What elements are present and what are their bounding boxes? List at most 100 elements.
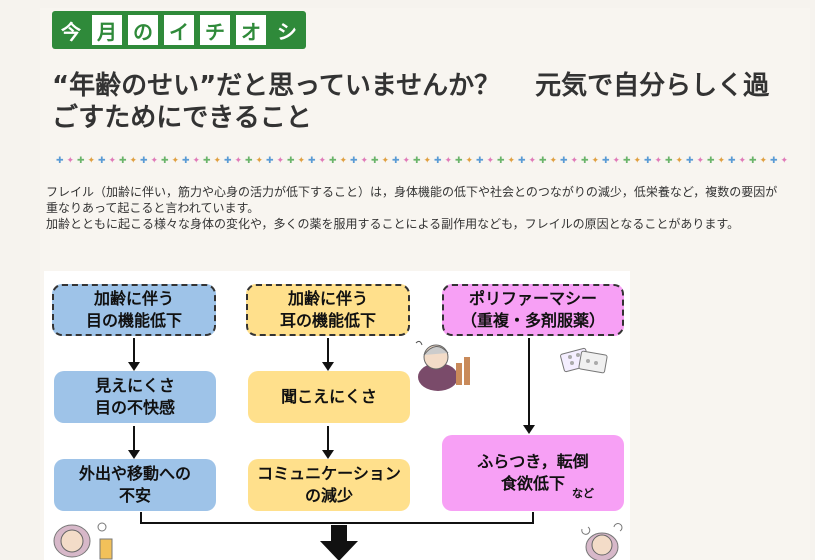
svg-text:✦: ✦ [571,156,579,164]
badge-char: 月 [90,13,124,47]
flow-arrow [523,338,535,434]
svg-text:✚: ✚ [287,156,295,164]
svg-text:✚: ✚ [413,156,421,164]
svg-text:✚: ✚ [581,156,589,164]
monthly-pick-badge: 今 月 の イ チ オ シ [52,11,306,49]
svg-text:✦: ✦ [109,156,117,164]
svg-text:✚: ✚ [665,156,673,164]
box-line: 耳の機能低下 [279,311,376,330]
badge-char: イ [162,13,196,47]
svg-text:✚: ✚ [203,156,211,164]
svg-text:✚: ✚ [623,156,631,164]
badge-char: オ [234,13,268,47]
svg-text:✚: ✚ [434,156,442,164]
svg-text:✚: ✚ [245,156,253,164]
svg-text:✚: ✚ [140,156,148,164]
svg-text:✦: ✦ [529,156,537,164]
svg-text:✦: ✦ [382,156,390,164]
svg-text:✚: ✚ [497,156,505,164]
svg-text:✚: ✚ [539,156,547,164]
eye-decline-box: 加齢に伴う 目の機能低下 [52,284,216,336]
svg-text:✚: ✚ [707,156,715,164]
svg-text:✚: ✚ [266,156,274,164]
svg-text:✚: ✚ [602,156,610,164]
falls-appetite-box: ふらつき，転倒 食欲低下 など [442,435,624,511]
box-line: ふらつき，転倒 [477,452,589,471]
svg-text:✦: ✦ [634,156,642,164]
svg-text:✚: ✚ [161,156,169,164]
svg-text:✚: ✚ [749,156,757,164]
svg-text:✚: ✚ [329,156,337,164]
svg-text:✚: ✚ [770,156,778,164]
badge-char: シ [270,13,304,47]
article-page: 今 月 の イ チ オ シ “年齢のせい”だと思っていませんか？ 元気で自分らし… [40,8,810,560]
svg-text:✚: ✚ [560,156,568,164]
intro-paragraph: 加齢とともに起こる様々な身体の変化や，多くの薬を服用することによる副作用なども，… [46,217,740,231]
svg-text:✦: ✦ [739,156,747,164]
vision-difficulty-box: 見えにくさ 目の不快感 [54,371,216,423]
intro-text: フレイル（加齢に伴い，筋力や心身の活力が低下すること）は，身体機能の低下や社会と… [46,184,786,232]
svg-text:✦: ✦ [361,156,369,164]
intro-paragraph: フレイル（加齢に伴い，筋力や心身の活力が低下すること）は，身体機能の低下や社会と… [46,185,778,215]
svg-text:✚: ✚ [518,156,526,164]
svg-text:✦: ✦ [88,156,96,164]
box-line: 見えにくさ [95,376,175,395]
svg-text:✦: ✦ [781,156,789,164]
svg-text:✚: ✚ [77,156,85,164]
box-line: 聞こえにくさ [281,387,377,406]
box-line: 外出や移動への [78,464,191,483]
hearing-difficulty-box: 聞こえにくさ [248,371,410,423]
svg-text:✦: ✦ [151,156,159,164]
svg-text:✦: ✦ [403,156,411,164]
decorative-divider: ✚✦✚✦✚✦✚✦✚✦✚✦✚✦✚✦✚✦✚✦✚✦✚✦✚✦✚✦✚✦✚✦✚✦✚✦✚✦✚✦… [56,156,789,164]
box-line: （重複・多剤服薬） [460,311,605,330]
box-line: 加齢に伴う [287,289,368,308]
svg-text:✦: ✦ [256,156,264,164]
svg-text:✦: ✦ [550,156,558,164]
svg-text:✚: ✚ [686,156,694,164]
page-title: “年齢のせい”だと思っていませんか？ 元気で自分らしく過ごすためにできること [52,71,770,133]
merge-bracket [140,512,534,524]
box-line: ポリファーマシー [468,289,597,308]
svg-text:✚: ✚ [308,156,316,164]
svg-text:✦: ✦ [466,156,474,164]
svg-text:✦: ✦ [172,156,180,164]
svg-text:✦: ✦ [697,156,705,164]
polypharmacy-box: ポリファーマシー （重複・多剤服薬） [442,284,624,336]
flow-arrow [322,338,334,371]
flow-arrow [128,338,140,371]
flow-arrow [322,426,334,459]
box-line: コミュニケーション [257,464,401,483]
svg-text:✚: ✚ [182,156,190,164]
box-line: 不安 [118,486,151,505]
svg-text:✚: ✚ [224,156,232,164]
box-line: 目の不快感 [94,398,175,417]
svg-text:✦: ✦ [655,156,663,164]
svg-text:✦: ✦ [340,156,348,164]
etc-note: など [572,487,594,500]
elderly-woman-eyes-icon [53,522,113,560]
svg-text:✦: ✦ [277,156,285,164]
mobility-anxiety-box: 外出や移動への 不安 [54,459,216,511]
svg-text:✦: ✦ [487,156,495,164]
svg-text:✚: ✚ [119,156,127,164]
svg-text:✚: ✚ [350,156,358,164]
pills-icon [560,347,608,374]
svg-text:✦: ✦ [718,156,726,164]
svg-text:✦: ✦ [445,156,453,164]
badge-char: 今 [54,13,88,47]
communication-decline-box: コミュニケーション の減少 [248,459,410,511]
svg-text:✚: ✚ [371,156,379,164]
box-line: 目の機能低下 [85,311,182,330]
svg-text:✚: ✚ [644,156,652,164]
elderly-woman-dizzy-icon [581,523,623,560]
big-down-arrow [320,525,358,560]
svg-text:✦: ✦ [424,156,432,164]
svg-text:✚: ✚ [56,156,64,164]
svg-text:✦: ✦ [760,156,768,164]
ear-decline-box: 加齢に伴う 耳の機能低下 [246,284,410,336]
box-line: 加齢に伴う [93,289,174,308]
svg-text:✦: ✦ [67,156,75,164]
svg-text:✚: ✚ [392,156,400,164]
flow-arrow [128,426,140,459]
